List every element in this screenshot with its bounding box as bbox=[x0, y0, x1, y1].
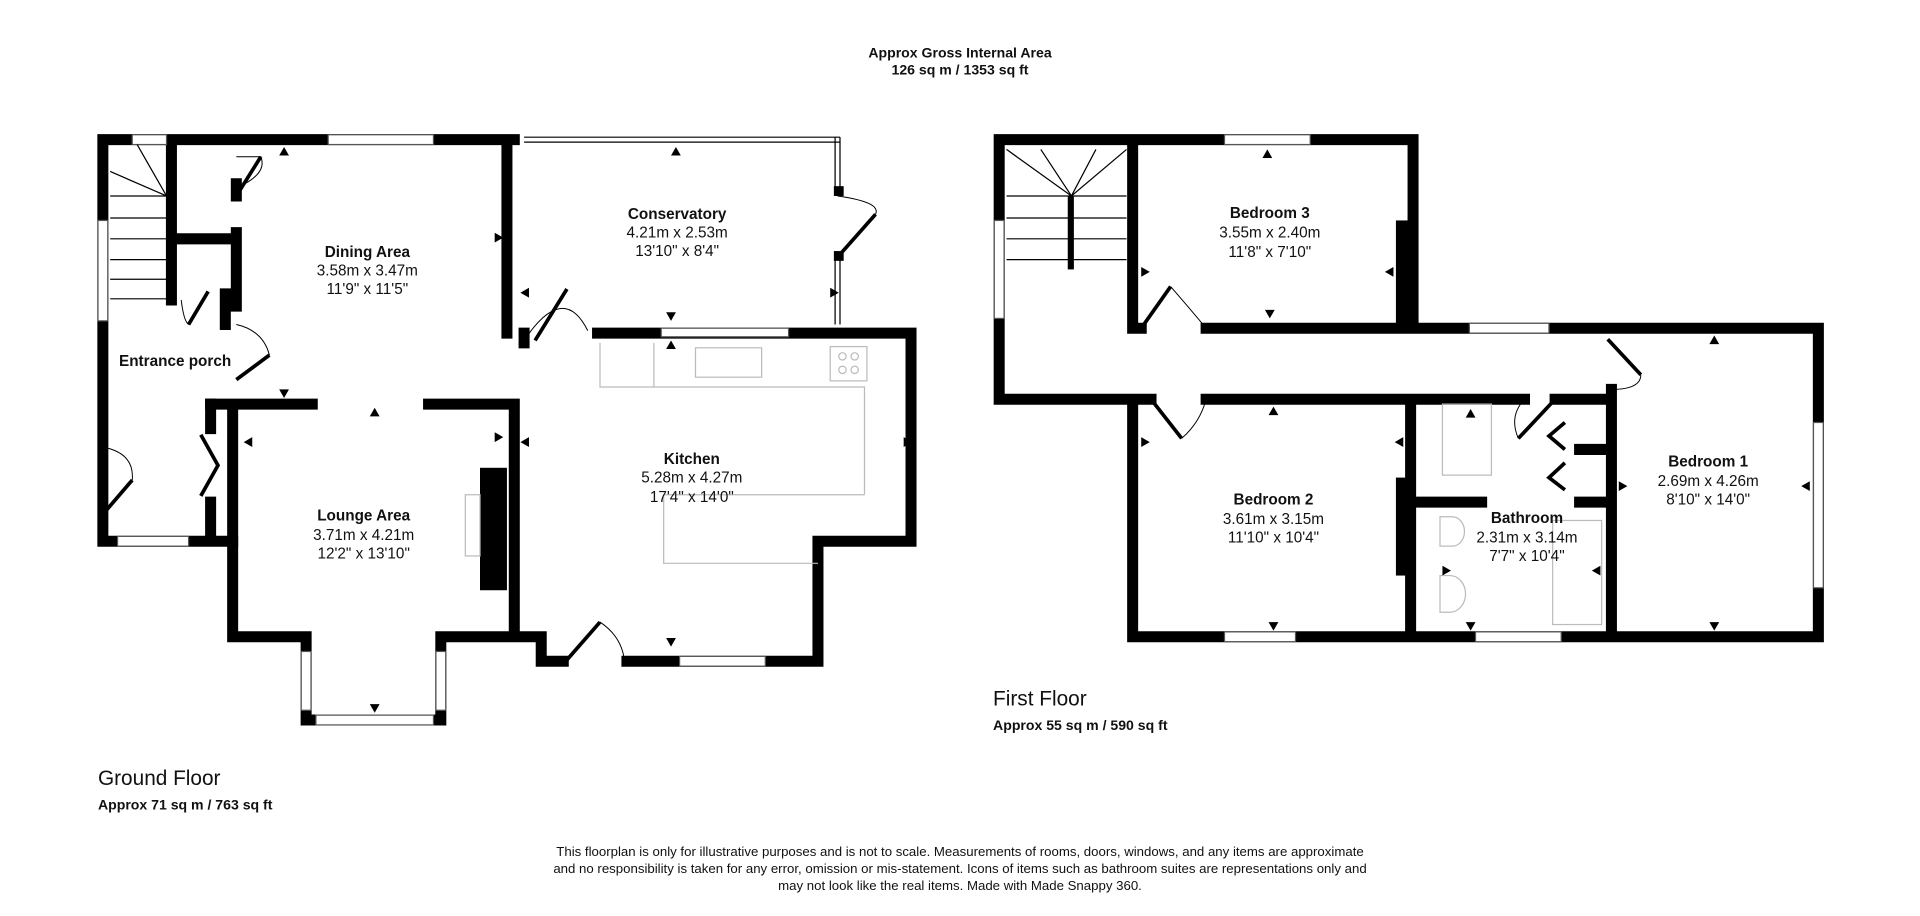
disclaimer-line-1: This floorplan is only for illustrative … bbox=[556, 844, 1363, 859]
room-conservatory-name: Conservatory bbox=[628, 206, 727, 223]
room-kitchen-metric: 5.28m x 4.27m bbox=[641, 469, 742, 486]
room-bedroom-3-metric: 3.55m x 2.40m bbox=[1219, 225, 1320, 242]
room-bedroom-1-metric: 2.69m x 4.26m bbox=[1658, 473, 1759, 490]
room-bedroom-1-imperial: 8'10" x 14'0" bbox=[1666, 492, 1750, 509]
room-bathroom-name: Bathroom bbox=[1491, 510, 1563, 527]
ground-floor-area: Approx 71 sq m / 763 sq ft bbox=[98, 796, 273, 812]
room-bathroom-metric: 2.31m x 3.14m bbox=[1476, 529, 1577, 546]
room-bedroom-2-metric: 3.61m x 3.15m bbox=[1223, 511, 1324, 528]
room-conservatory-imperial: 13'10" x 8'4" bbox=[635, 243, 719, 260]
room-kitchen-name: Kitchen bbox=[664, 451, 720, 468]
room-dining-area-name: Dining Area bbox=[325, 244, 411, 261]
room-lounge-area-name: Lounge Area bbox=[317, 507, 410, 524]
room-bedroom-3-name: Bedroom 3 bbox=[1230, 205, 1310, 222]
disclaimer-line-2: and no responsibility is taken for any e… bbox=[553, 861, 1366, 876]
room-lounge-area-imperial: 12'2" x 13'10" bbox=[317, 545, 409, 562]
room-dining-area-imperial: 11'9" x 11'5" bbox=[327, 281, 409, 298]
first-floor-label: First Floor bbox=[993, 687, 1087, 710]
room-bedroom-3-imperial: 11'8" x 7'10" bbox=[1228, 244, 1311, 261]
ground-floor-plan bbox=[97, 134, 917, 726]
room-lounge-area-metric: 3.71m x 4.21m bbox=[313, 527, 414, 544]
room-kitchen-imperial: 17'4" x 14'0" bbox=[650, 489, 734, 506]
room-entrance-porch-name: Entrance porch bbox=[119, 353, 231, 370]
room-conservatory-metric: 4.21m x 2.53m bbox=[627, 225, 728, 242]
gross-area-title: Approx Gross Internal Area bbox=[868, 45, 1051, 61]
ground-floor-label: Ground Floor bbox=[98, 767, 221, 790]
room-bedroom-1-name: Bedroom 1 bbox=[1668, 454, 1748, 471]
disclaimer-line-3: may not look like the real items. Made w… bbox=[778, 878, 1142, 893]
gross-area-value: 126 sq m / 1353 sq ft bbox=[892, 62, 1029, 78]
room-bathroom-imperial: 7'7" x 10'4" bbox=[1489, 548, 1564, 565]
first-floor-plan bbox=[993, 134, 1824, 643]
room-bedroom-2-name: Bedroom 2 bbox=[1234, 492, 1314, 509]
room-bedroom-2-imperial: 11'10" x 10'4" bbox=[1228, 529, 1319, 546]
first-floor-area: Approx 55 sq m / 590 sq ft bbox=[993, 717, 1168, 733]
room-dining-area-metric: 3.58m x 3.47m bbox=[317, 263, 418, 280]
